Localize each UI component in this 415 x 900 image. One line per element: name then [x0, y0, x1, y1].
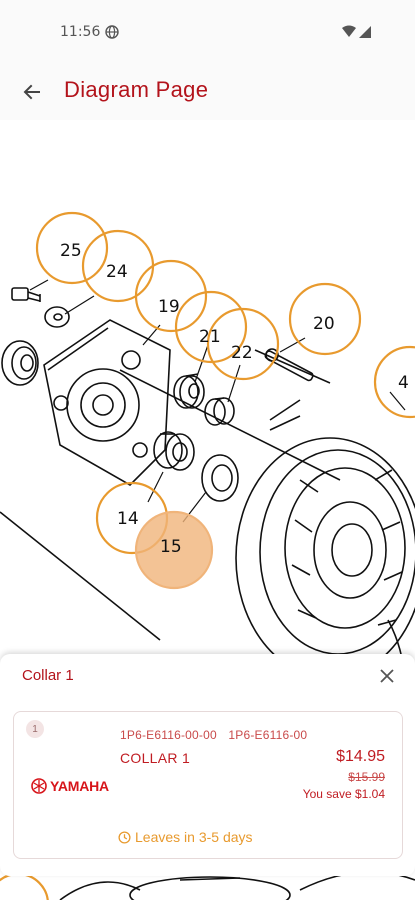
svg-text:19: 19: [158, 297, 180, 317]
shipping-estimate: Leaves in 3-5 days: [118, 829, 253, 845]
svg-text:15: 15: [160, 537, 182, 557]
callout-15-selected[interactable]: 15: [160, 537, 182, 557]
callout-4[interactable]: 4: [398, 373, 409, 393]
signal-icons: [342, 25, 371, 38]
part-numbers: 1P6-E6116-00-00 1P6-E6116-00: [120, 728, 307, 742]
svg-text:21: 21: [199, 327, 221, 347]
app-bar: Diagram Page: [0, 64, 415, 120]
close-icon: [380, 669, 394, 683]
svg-text:20: 20: [313, 314, 335, 334]
brand-name: YAMAHA: [50, 778, 109, 794]
svg-text:25: 25: [60, 241, 82, 261]
callout-25[interactable]: 25: [60, 241, 82, 261]
price: $14.95: [336, 748, 385, 765]
callout-21[interactable]: 21: [199, 327, 221, 347]
part-card[interactable]: 1 1P6-E6116-00-00 1P6-E6116-00 COLLAR 1 …: [13, 711, 403, 859]
shipping-text: Leaves in 3-5 days: [135, 829, 253, 845]
callout-14[interactable]: 14: [117, 509, 139, 529]
brand-logo: YAMAHA: [31, 778, 109, 794]
part-detail-sheet: Collar 1 1 1P6-E6116-00-00 1P6-E6116-00 …: [0, 654, 415, 876]
quantity-badge: 1: [26, 720, 44, 738]
arrow-left-icon: [23, 84, 40, 100]
svg-text:14: 14: [117, 509, 139, 529]
original-price: $15.99: [348, 770, 385, 784]
svg-text:4: 4: [398, 373, 409, 393]
callout-22[interactable]: 22: [231, 343, 253, 363]
status-bar: 11:56: [0, 0, 415, 64]
svg-text:24: 24: [106, 262, 128, 282]
tuning-fork-icon: [31, 778, 47, 794]
status-time: 11:56: [60, 24, 101, 40]
callout-24[interactable]: 24: [106, 262, 128, 282]
part-name: COLLAR 1: [120, 750, 191, 766]
globe-icon: [105, 25, 119, 39]
clock-icon: [118, 830, 131, 844]
part-number-primary: 1P6-E6116-00-00: [120, 728, 217, 742]
part-number-secondary: 1P6-E6116-00: [228, 728, 308, 742]
sheet-title: Collar 1: [22, 667, 74, 684]
page-title: Diagram Page: [64, 77, 209, 102]
close-button[interactable]: [373, 662, 401, 690]
callout-20[interactable]: 20: [313, 314, 335, 334]
svg-text:22: 22: [231, 343, 253, 363]
callout-19[interactable]: 19: [158, 297, 180, 317]
diagram-drawing: 25 24 19 21 22 20 4 14 15: [0, 211, 415, 900]
savings: You save $1.04: [302, 787, 385, 801]
back-button[interactable]: [14, 74, 50, 110]
